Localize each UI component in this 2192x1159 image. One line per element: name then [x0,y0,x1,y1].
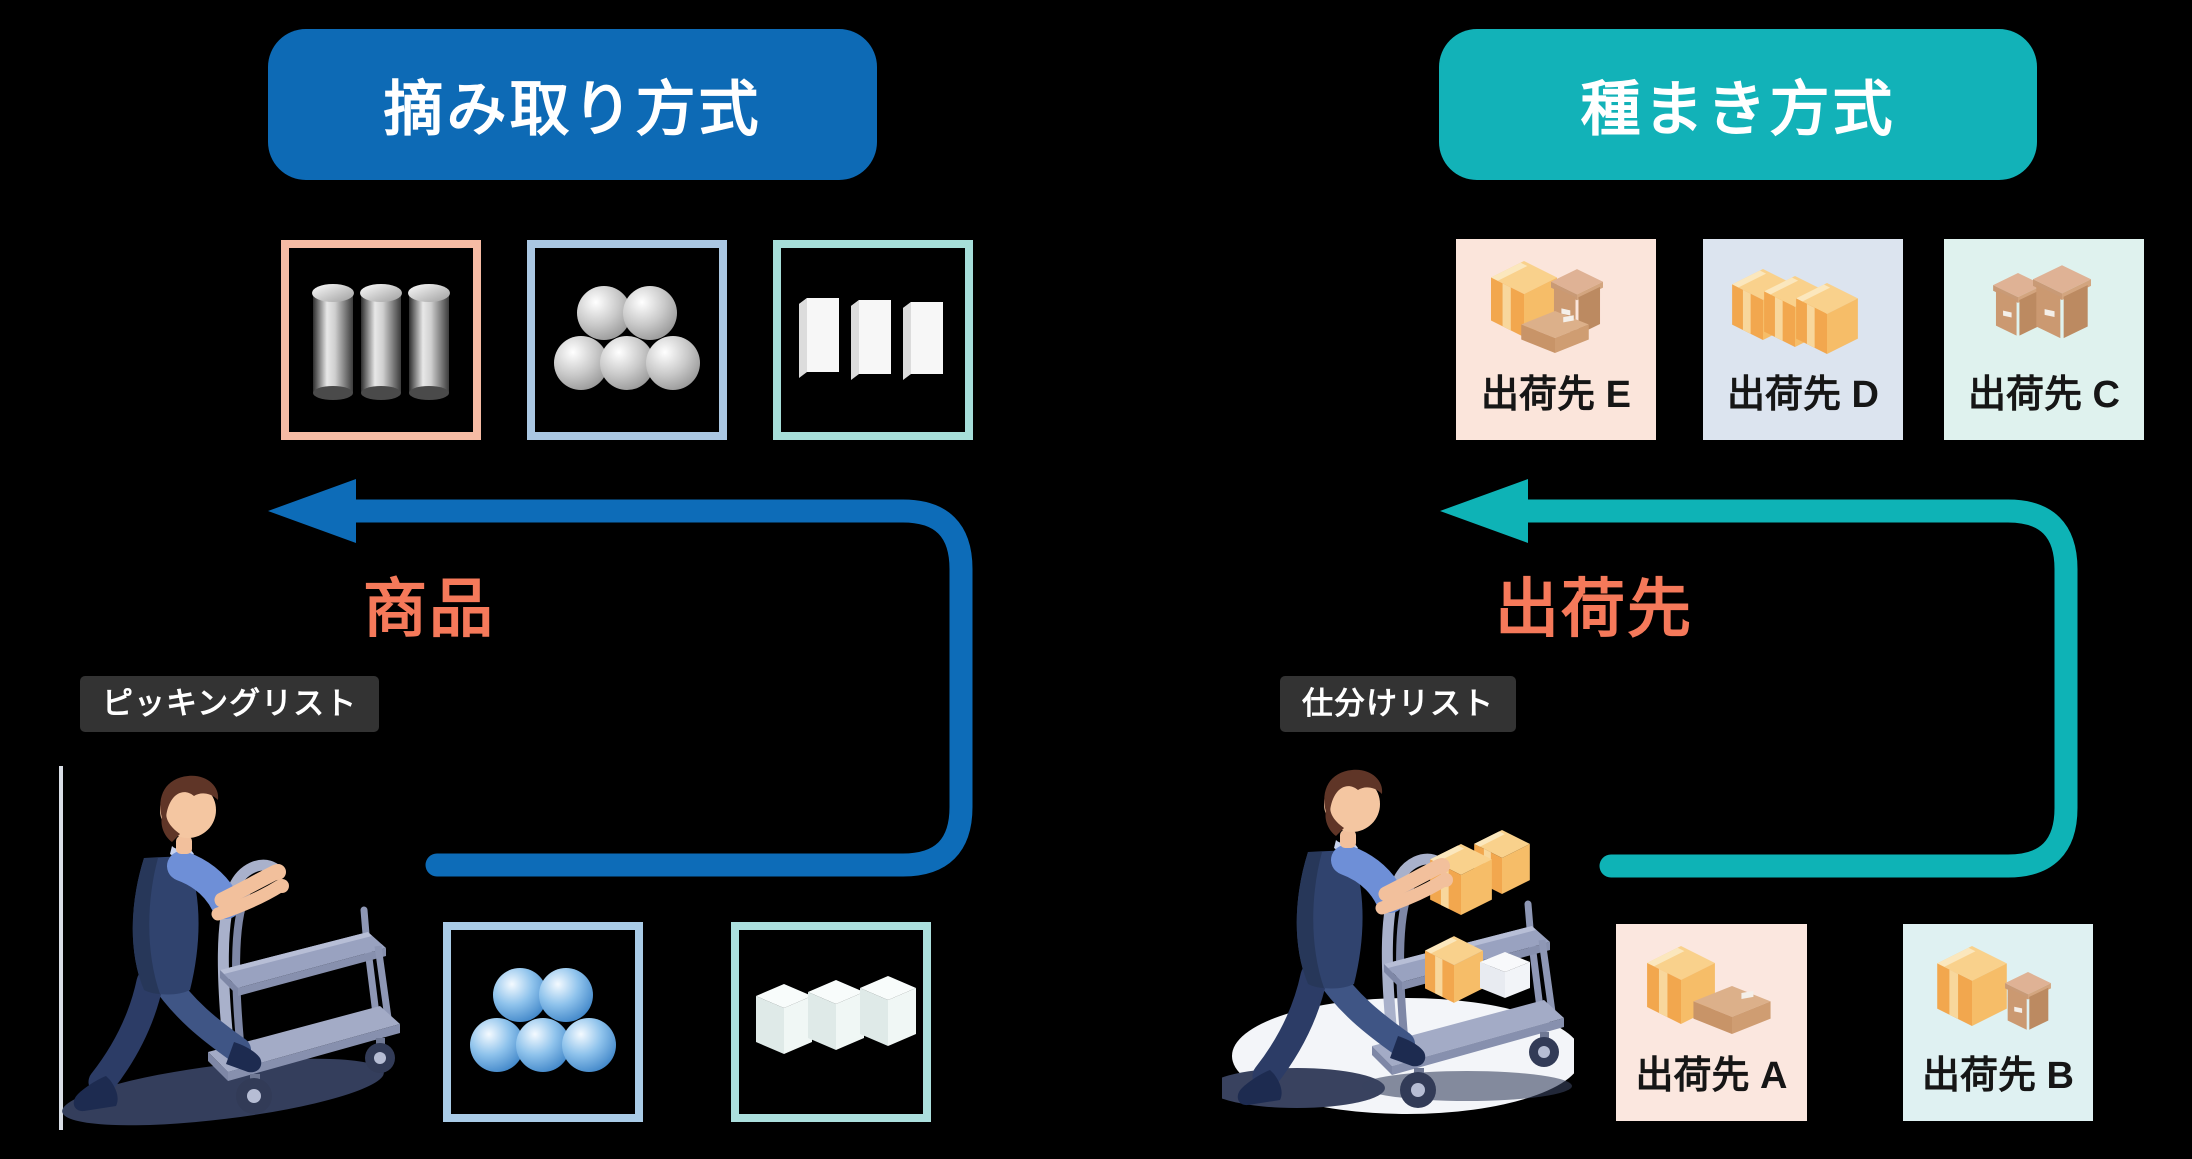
white-cartons-icon [799,298,943,380]
cardboard-boxes-icon [1993,265,2091,339]
sorting-list-tag: 仕分けリスト [1280,676,1516,732]
shelf-edge-line [59,766,63,1130]
method-title-sowing-text: 種まき方式 [1580,76,1896,143]
cardboard-boxes-icon [1646,946,1771,1034]
blue-spheres-icon [470,968,616,1072]
method-title-picking: 摘み取り方式 [268,29,877,180]
flow-label-destination: 出荷先 [1495,573,1693,645]
destination-label: 出荷先 C [1967,374,2120,416]
destination-label: 出荷先 A [1635,1055,1788,1097]
method-title-sowing: 種まき方式 [1439,29,2037,180]
method-title-picking-text: 摘み取り方式 [383,76,762,143]
destination-box-b: 出荷先 B [1903,924,2093,1121]
destination-label: 出荷先 B [1921,1055,2074,1097]
worker-with-empty-cart-icon [62,775,400,1126]
cardboard-boxes-icon [1937,946,2051,1030]
product-box-gray-spheres [527,240,727,440]
cardboard-boxes-icon [1491,261,1603,353]
flow-label-goods: 商品 [363,573,495,645]
cardboard-boxes-icon [1732,269,1858,354]
destination-label: 出荷先 E [1481,374,1631,416]
product-box-blue-spheres [443,922,643,1122]
white-box-icon [1480,952,1530,998]
destination-box-e: 出荷先 E [1456,239,1656,440]
gray-cylinders-icon [312,284,450,400]
destination-box-c: 出荷先 C [1944,239,2144,440]
product-box-pale-cubes [731,922,931,1122]
product-box-white-cartons [773,240,973,440]
product-box-cylinders [281,240,481,440]
destination-box-a: 出荷先 A [1616,924,1807,1121]
destination-box-d: 出荷先 D [1703,239,1903,440]
gray-spheres-icon [554,286,700,390]
right-flow-arrow-icon [1440,479,2078,878]
worker-with-loaded-cart-icon [1222,769,1574,1114]
pale-cubes-icon [756,976,916,1054]
picking-list-tag: ピッキングリスト [80,676,380,732]
left-flow-arrow-icon [268,479,973,877]
destination-label: 出荷先 D [1726,374,1879,416]
